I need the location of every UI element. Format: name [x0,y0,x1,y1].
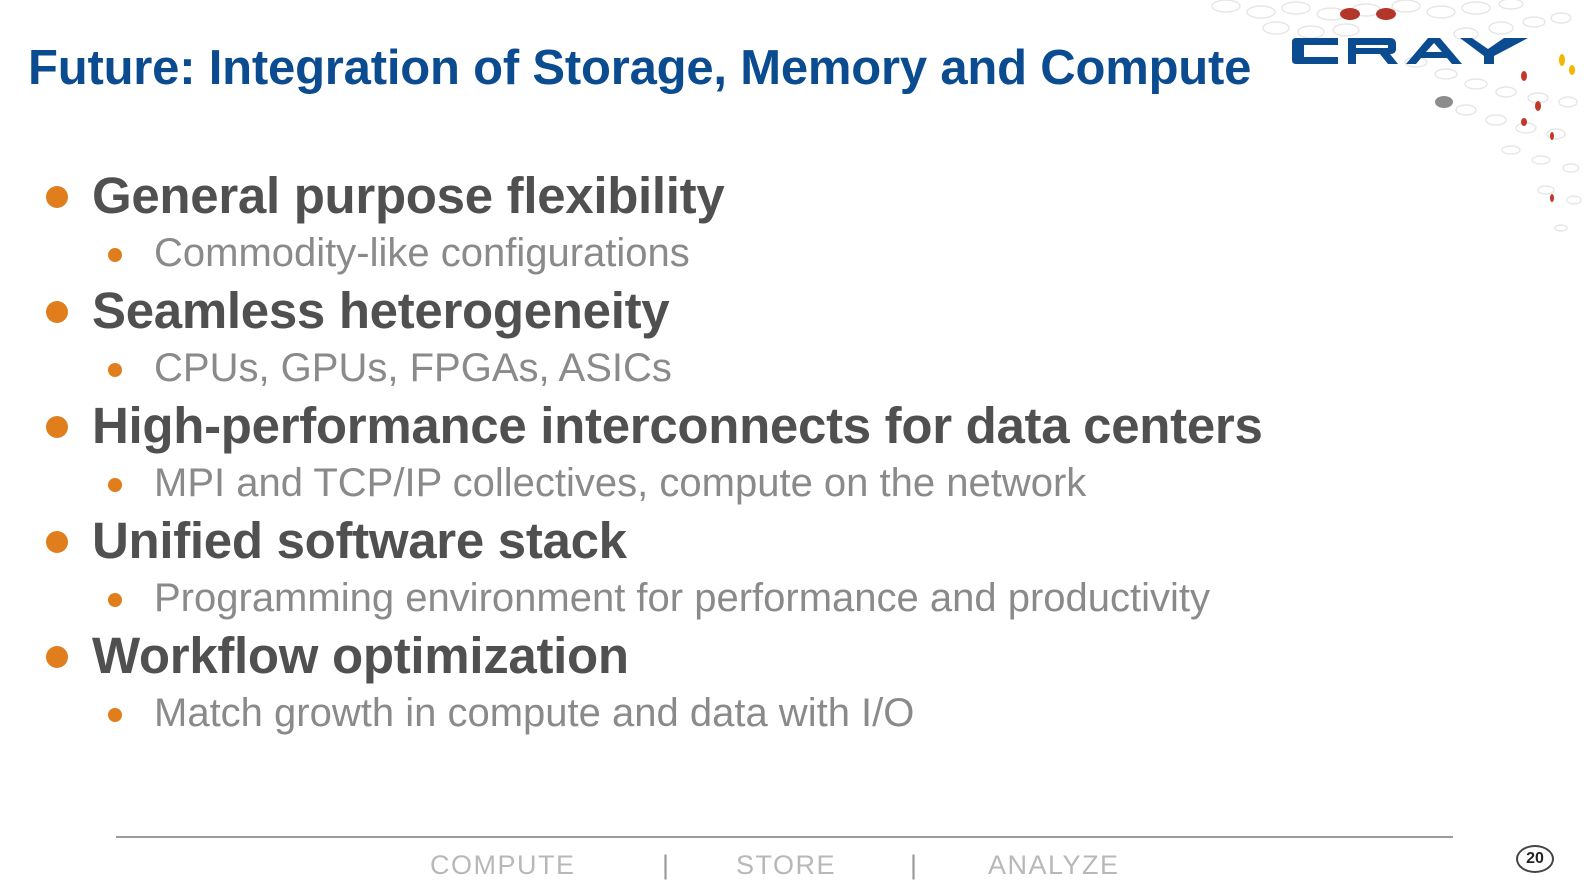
bullet-subitem: Commodity-like configurations [0,226,1400,281]
bullet-heading-text: Workflow optimization [92,627,629,684]
bullet-heading: High-performance interconnects for data … [0,396,1400,456]
bullet-subitem: MPI and TCP/IP collectives, compute on t… [0,456,1400,511]
footer-separator: | [662,850,670,880]
decorative-dot-pattern [1211,0,1582,232]
bullet-subitem: Programming environment for performance … [0,571,1400,626]
bullet-list: General purpose flexibility Commodity-li… [0,166,1400,741]
bullet-heading: Workflow optimization [0,626,1400,686]
bullet-heading-text: Unified software stack [92,512,627,569]
bullet-item: Seamless heterogeneity CPUs, GPUs, FPGAs… [0,281,1400,396]
slide-title: Future: Integration of Storage, Memory a… [28,41,1252,95]
bullet-subitem-text: Programming environment for performance … [154,576,1211,620]
orange-dot-icon [108,708,122,722]
orange-dot-icon [46,531,68,553]
footer-divider [116,836,1453,838]
bullet-heading: Unified software stack [0,511,1400,571]
footer-analyze: ANALYZE [988,850,1120,880]
bullet-heading: General purpose flexibility [0,166,1400,226]
orange-dot-icon [46,646,68,668]
footer-store: STORE [736,850,837,880]
footer-separator: | [910,850,918,880]
orange-dot-icon [108,478,122,492]
orange-dot-icon [46,301,68,323]
bullet-subitem-text: CPUs, GPUs, FPGAs, ASICs [154,346,672,390]
bullet-heading: Seamless heterogeneity [0,281,1400,341]
orange-dot-icon [108,363,122,377]
page-number: 20 [1516,845,1554,873]
bullet-subitem-text: Match growth in compute and data with I/… [154,691,915,735]
orange-dot-icon [46,186,68,208]
bullet-item: High-performance interconnects for data … [0,396,1400,511]
bullet-subitem-text: Commodity-like configurations [154,231,690,275]
bullet-heading-text: General purpose flexibility [92,167,725,224]
bullet-heading-text: High-performance interconnects for data … [92,397,1263,454]
bullet-item: General purpose flexibility Commodity-li… [0,166,1400,281]
orange-dot-icon [108,248,122,262]
bullet-item: Unified software stack Programming envir… [0,511,1400,626]
cray-logo [1292,38,1528,64]
orange-dot-icon [46,416,68,438]
bullet-subitem: Match growth in compute and data with I/… [0,686,1400,741]
bullet-subitem-text: MPI and TCP/IP collectives, compute on t… [154,461,1087,505]
bullet-subitem: CPUs, GPUs, FPGAs, ASICs [0,341,1400,396]
bullet-heading-text: Seamless heterogeneity [92,282,670,339]
footer-compute: COMPUTE [430,850,576,880]
orange-dot-icon [108,593,122,607]
bullet-item: Workflow optimization Match growth in co… [0,626,1400,741]
